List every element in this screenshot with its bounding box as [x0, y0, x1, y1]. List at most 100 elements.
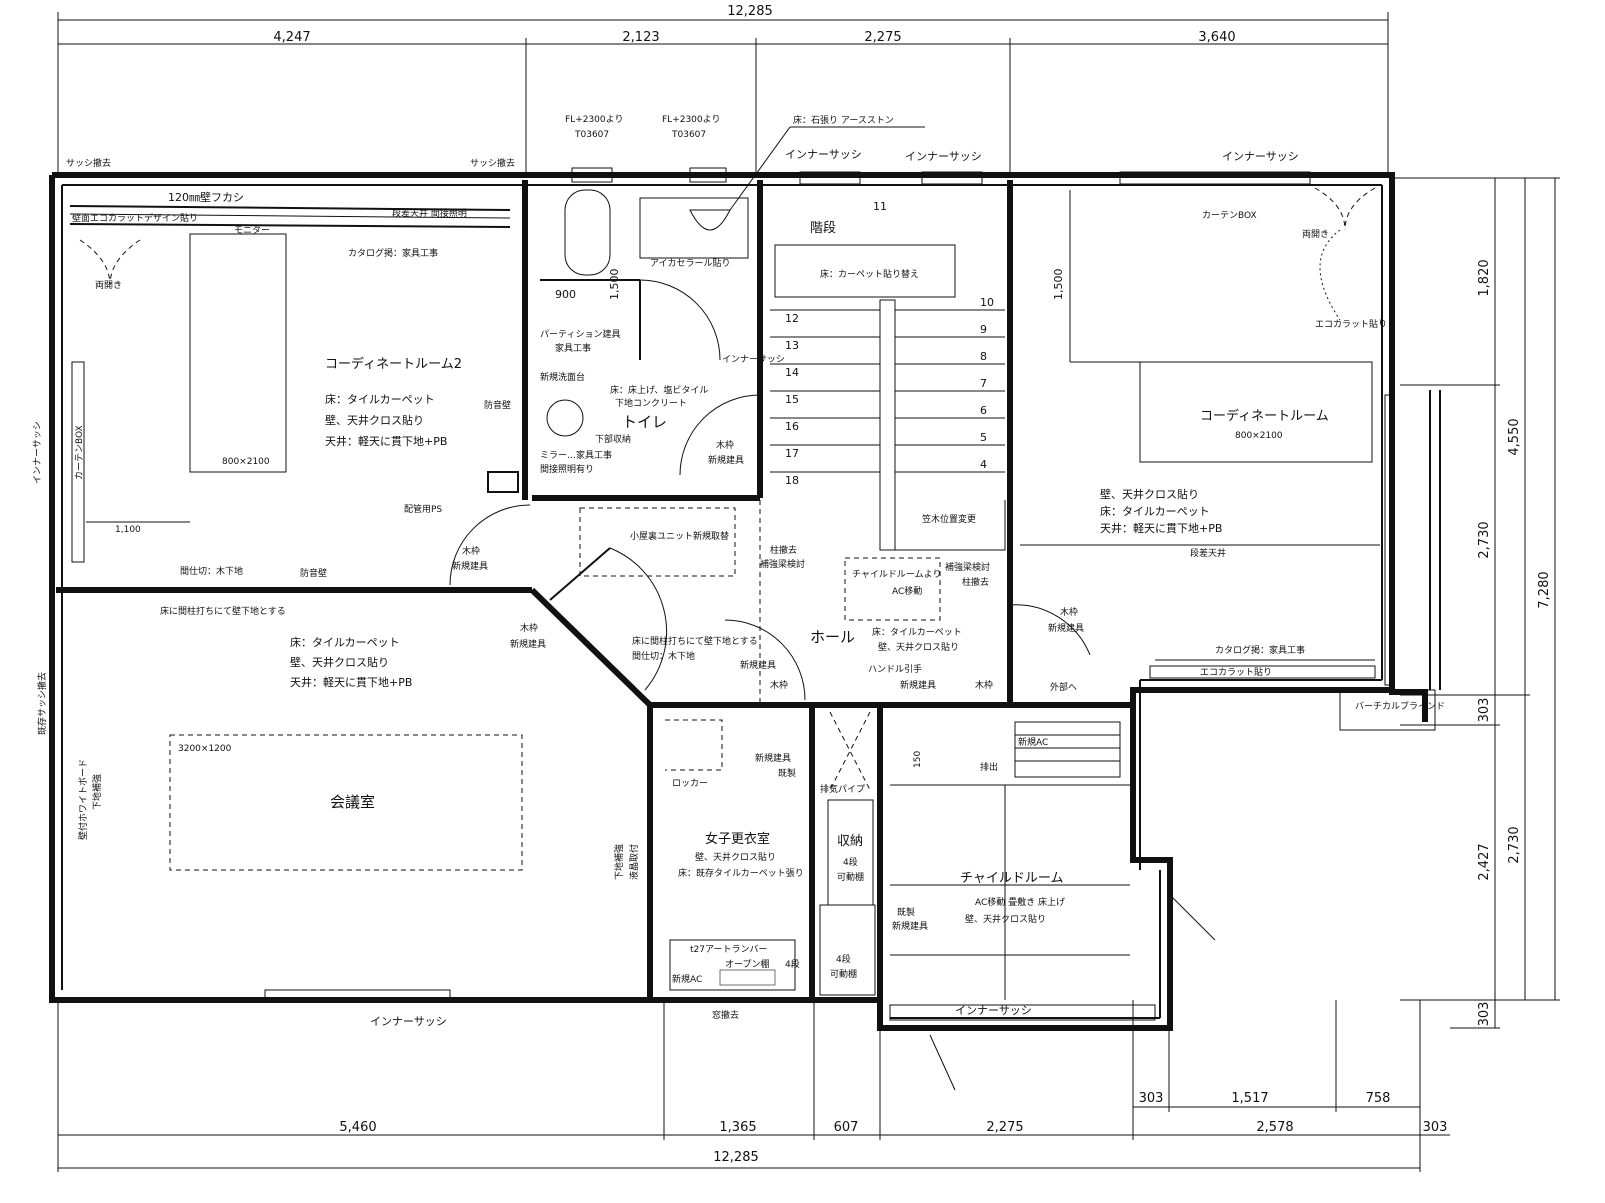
child-finish-1: AC移動 畳敷き 床上げ — [975, 896, 1065, 908]
label-step-ceiling-indirect: 段差天井 間接照明 — [392, 207, 467, 219]
label-ac-move: AC移動 — [892, 585, 922, 597]
room-name-child: チャイルドルーム — [960, 871, 1063, 886]
label-fukashi: 120㎜壁フカシ — [168, 190, 244, 204]
dim-right-total: 7,280 — [1537, 571, 1552, 608]
child-room: チャイルドルーム AC移動 畳敷き 床上げ 壁、天井クロス貼り 既製 新規建具 … — [712, 784, 1216, 1091]
label-catalog-furniture-2: カタログ掲：家具工事 — [1215, 644, 1305, 656]
dim-bottom-right-2: 1,517 — [1231, 1091, 1268, 1106]
label-base-reinforce-2: 下地補強 — [613, 844, 625, 880]
dim-bottom-right-1: 303 — [1139, 1091, 1164, 1106]
label-reinforce-check: 補強梁検討 — [945, 561, 990, 573]
room-name-toilet: トイレ — [622, 413, 667, 431]
stair-num-16: 16 — [785, 420, 799, 433]
stair-num-7: 7 — [980, 377, 987, 390]
dim-toilet-1500: 1,500 — [608, 269, 621, 301]
dim-right-inner-1: 1,820 — [1477, 259, 1492, 296]
label-mirror: ミラー…家具工事 — [540, 449, 612, 461]
label-locker: ロッカー — [672, 778, 708, 789]
label-four-steps-2: 4段 — [836, 953, 851, 965]
label-new-fitting-6: 新規建具 — [510, 638, 546, 650]
label-new-fitting-child: 新規建具 — [892, 920, 928, 932]
meeting-finish-3: 天井：軽天に貫下地+PB — [290, 675, 412, 689]
dim-bottom-right-3: 758 — [1366, 1091, 1391, 1106]
locker-room: ロッカー 新規建具 既製 女子更衣室 壁、天井クロス貼り 床：既存タイルカーペッ… — [665, 719, 804, 991]
label-floor-stud: 床に間柱打ちにて壁下地とする — [160, 605, 286, 617]
room2-finish-1: 床：タイルカーペット — [325, 392, 435, 406]
storage-core: 排気パイプ 収納 4段 可動棚 4段 可動棚 150 新規AC 排出 — [819, 711, 1121, 996]
label-new-fitting-3: 新規建具 — [900, 679, 936, 691]
coordinate-finish-3: 天井：軽天に貫下地+PB — [1100, 521, 1222, 535]
dim-top-seg-1: 4,247 — [273, 30, 310, 45]
hall-finish-1: 床：タイルカーペット — [872, 626, 962, 638]
stair-num-14: 14 — [785, 366, 799, 379]
stair-num-15: 15 — [785, 393, 799, 406]
label-wood-frame-6: 木枠 — [520, 622, 538, 634]
label-new-fitting-5: 新規建具 — [452, 560, 488, 572]
label-new-washbasin: 新規洗面台 — [540, 371, 585, 383]
label-double-door-1: 両開き — [95, 280, 122, 291]
label-piping-ps: 配管用PS — [404, 503, 442, 515]
label-indirect-light: 間接照明有り — [540, 463, 594, 475]
meeting-room: 床に間柱打ちにて壁下地とする 床：タイルカーペット 壁、天井クロス貼り 天井：軽… — [36, 605, 640, 1028]
hall-finish-2: 壁、天井クロス貼り — [878, 641, 959, 653]
room-name-coordinate-2: コーディネートルーム2 — [325, 356, 462, 372]
label-t03607-a: T03607 — [574, 130, 609, 140]
dim-top-seg-4: 3,640 — [1198, 30, 1235, 45]
room2-finish-2: 壁、天井クロス貼り — [325, 413, 424, 427]
label-ac-move-from-child: チャイルドルームより — [852, 569, 941, 580]
label-eco-carat-2: エコカラット貼り — [1200, 666, 1272, 678]
meeting-finish-1: 床：タイルカーペット — [290, 635, 400, 649]
hall: 小屋裏ユニット新規取替 柱撤去 補強梁検討 チャイルドルームより AC移動 補強… — [449, 500, 993, 705]
label-inner-sash-child: インナーサッシ — [955, 1004, 1032, 1017]
label-koyaura-unit: 小屋裏ユニット新規取替 — [630, 530, 729, 542]
label-partition: パーティション建具 — [540, 328, 620, 340]
room2-table: 800×2100 — [222, 457, 270, 467]
dim-top-seg-2: 2,123 — [622, 30, 659, 45]
dim-bottom-seg-3: 607 — [834, 1120, 859, 1135]
label-vertical-blind: バーチカルブラインド — [1355, 700, 1445, 712]
stairs-note: 床：カーペット貼り替え — [820, 268, 919, 280]
label-new-ac-2: 新規AC — [672, 973, 702, 985]
label-t03607-b: T03607 — [671, 130, 706, 140]
stair-num-6: 6 — [980, 404, 987, 417]
dim-bottom-seg-2: 1,365 — [719, 1120, 756, 1135]
label-inner-sash-toilet: インナーサッシ — [722, 354, 785, 365]
coordinate-room: カーテンBOX 両開き エコカラット貼り 1,500 コーディネートルーム 80… — [1009, 187, 1445, 731]
room-name-meeting: 会議室 — [330, 793, 375, 811]
label-pillar-removed: 柱撤去 — [770, 544, 797, 556]
label-four-steps: 4段 — [785, 958, 800, 970]
stair-num-9: 9 — [980, 323, 987, 336]
label-tv-mount: 液晶取付 — [628, 844, 640, 880]
right-dimensions: 1,820 2,730 303 2,427 303 4,550 2,730 7,… — [1390, 177, 1560, 1029]
label-open-shelf: オープン棚 — [725, 958, 769, 970]
stair-num-12: 12 — [785, 312, 799, 325]
dim-right-1500: 1,500 — [1052, 269, 1065, 301]
room-name-stairs: 階段 — [810, 221, 836, 236]
label-new-ac: 新規AC — [1018, 736, 1048, 748]
room-name-locker: 女子更衣室 — [705, 831, 770, 847]
dim-top-seg-3: 2,275 — [864, 30, 901, 45]
label-new-fitting-1: 新規建具 — [708, 454, 744, 466]
top-dimensions: 12,285 4,247 2,123 2,275 3,640 — [57, 4, 1389, 175]
coordinate-finish-2: 床：タイルカーペット — [1100, 504, 1210, 518]
label-art-transom: t27アートランバー — [690, 944, 767, 955]
room-name-storage: 収納 — [837, 834, 863, 849]
dim-toilet-900: 900 — [555, 288, 576, 301]
stair-num-5: 5 — [980, 431, 987, 444]
label-to-outside: 外部へ — [1050, 681, 1077, 693]
bottom-dimensions: 5,460 1,365 607 2,275 2,578 303 12,285 3… — [57, 1000, 1450, 1172]
label-existing-2: 既製 — [897, 906, 915, 918]
label-furniture-work: 家具工事 — [555, 342, 591, 354]
dim-bottom-total: 12,285 — [713, 1150, 759, 1165]
label-step-ceiling: 段差天井 — [1190, 547, 1226, 559]
stair-num-8: 8 — [980, 350, 987, 363]
label-floor-stud-2: 床に間柱打ちにて壁下地とする — [632, 635, 758, 647]
label-monitor: モニター — [234, 225, 270, 236]
dim-bottom-seg-4: 2,275 — [986, 1120, 1023, 1135]
meeting-table: 3200×1200 — [178, 744, 232, 754]
label-existing-sash-removed: 既存サッシ撤去 — [36, 672, 48, 735]
stair-num-13: 13 — [785, 339, 799, 352]
label-new-fitting-4: 新規建具 — [740, 659, 776, 671]
label-eco-carat-design: 壁面エコカラットデザイン貼り — [72, 212, 198, 224]
dim-right-inner-5: 303 — [1477, 1002, 1492, 1027]
